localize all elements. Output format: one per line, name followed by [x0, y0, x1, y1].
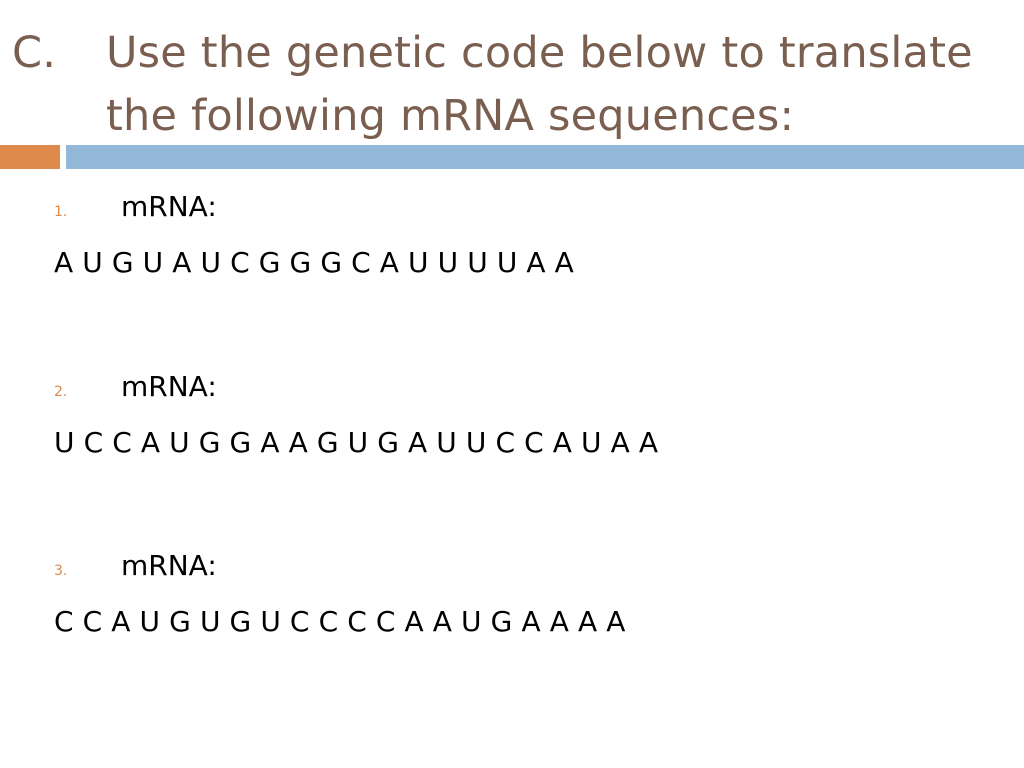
title-line-1: Use the genetic code below to translate	[106, 28, 973, 78]
section-letter: C.	[12, 28, 57, 78]
divider-main-bar	[66, 145, 1024, 169]
slide-title: C. Use the genetic code below to transla…	[0, 22, 1024, 148]
list-item-3-heading: 3. mRNA:	[0, 543, 600, 589]
list-item-label: mRNA:	[121, 370, 217, 403]
title-divider-bar	[0, 145, 1024, 169]
mrna-sequence-3: C C A U G U G U C C C C A A U G A A A A	[54, 605, 626, 638]
title-row-1: C. Use the genetic code below to transla…	[0, 22, 1024, 85]
mrna-sequence-2: U C C A U G G A A G U G A U U C C A U A …	[54, 426, 659, 459]
title-row-2: the following mRNA sequences:	[0, 85, 1024, 148]
divider-accent-block	[0, 145, 60, 169]
mrna-sequence-1: A U G U A U C G G G C A U U U U A A	[54, 246, 574, 279]
list-item-1-heading: 1. mRNA:	[0, 184, 600, 230]
list-item-label: mRNA:	[121, 190, 217, 223]
list-item-number: 3.	[54, 563, 68, 579]
list-item-number: 1.	[54, 204, 68, 220]
list-item-number: 2.	[54, 384, 68, 400]
list-item-2-heading: 2. mRNA:	[0, 364, 600, 410]
list-item-label: mRNA:	[121, 549, 217, 582]
title-line-2: the following mRNA sequences:	[106, 91, 795, 141]
